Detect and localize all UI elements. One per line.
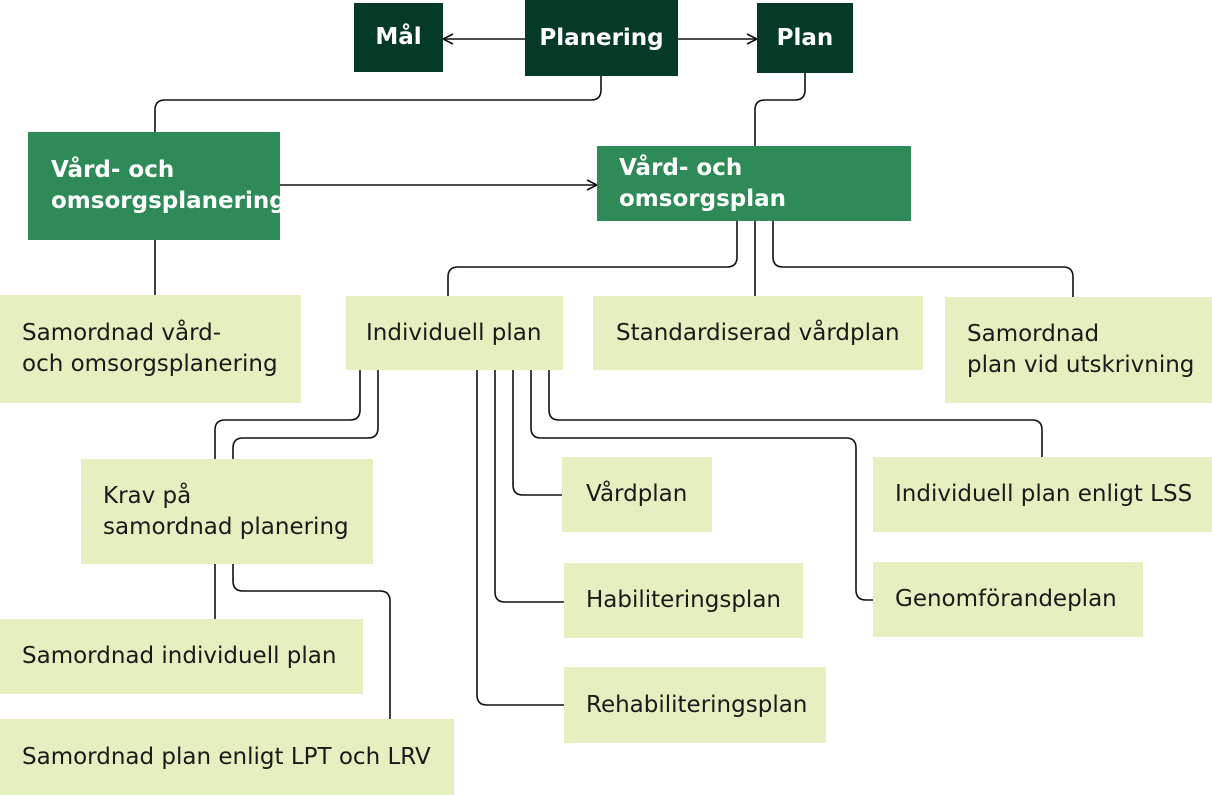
- node-vard-omsorgsplan: Vård- och omsorgsplan: [597, 146, 911, 221]
- node-samordnad-plan-lpt-lrv-label: Samordnad plan enligt LPT och LRV: [22, 743, 431, 770]
- node-samordnad-vard-omsorgsplanering: Samordnad vård- och omsorgsplanering: [0, 295, 301, 403]
- node-plan-label: Plan: [776, 24, 834, 51]
- node-vardplan-label: Vårdplan: [586, 481, 688, 507]
- line-to-genomforandeplan: [530, 370, 873, 601]
- node-vardplan: Vårdplan: [562, 457, 712, 532]
- node-mal-label: Mål: [375, 24, 422, 50]
- node-vard-omsorgsplanering-label: Vård- och omsorgsplanering: [51, 157, 286, 214]
- line-planering-to-vardplanering: [154, 76, 602, 132]
- node-individuell-plan: Individuell plan: [346, 296, 563, 370]
- node-samordnad-vard-omsorgsplanering-label: Samordnad vård- och omsorgsplanering: [22, 320, 278, 377]
- node-samordnad-plan-utskrivning: Samordnad plan vid utskrivning: [945, 297, 1212, 403]
- node-rehabiliteringsplan-label: Rehabiliteringsplan: [586, 691, 808, 718]
- node-vard-omsorgsplanering: Vård- och omsorgsplanering: [28, 132, 286, 240]
- node-plan: Plan: [757, 3, 853, 73]
- node-individuell-plan-label: Individuell plan: [366, 319, 542, 346]
- line-to-rehabiliteringsplan: [476, 370, 564, 706]
- line-to-samordnad-utskrivning: [772, 221, 1074, 297]
- line-plan-to-vardplan: [754, 73, 806, 146]
- node-individuell-plan-lss: Individuell plan enligt LSS: [873, 457, 1212, 532]
- node-krav-samordnad-planering-label: Krav på samordnad planering: [103, 482, 349, 540]
- line-to-individuell-plan: [447, 221, 738, 296]
- node-krav-samordnad-planering: Krav på samordnad planering: [81, 459, 373, 564]
- node-habiliteringsplan: Habiliteringsplan: [564, 563, 803, 638]
- node-samordnad-plan-lpt-lrv: Samordnad plan enligt LPT och LRV: [0, 719, 454, 795]
- node-samordnad-individuell-plan-label: Samordnad individuell plan: [22, 643, 337, 669]
- node-mal: Mål: [354, 3, 443, 72]
- line-to-habiliteringsplan: [494, 370, 564, 603]
- line-to-vardplan: [512, 370, 562, 496]
- node-genomforandeplan-label: Genomförandeplan: [895, 586, 1117, 612]
- line-krav-to-samordnad-lpt: [232, 564, 391, 719]
- node-planering: Planering: [525, 0, 678, 76]
- node-vard-omsorgsplan-label: Vård- och omsorgsplan: [619, 154, 786, 212]
- node-standardiserad-vardplan-label: Standardiserad vårdplan: [616, 319, 900, 346]
- node-samordnad-individuell-plan: Samordnad individuell plan: [0, 619, 363, 694]
- node-habiliteringsplan-label: Habiliteringsplan: [586, 587, 781, 613]
- line-to-samordnad-individuell: [214, 370, 361, 459]
- node-samordnad-plan-utskrivning-label: Samordnad plan vid utskrivning: [967, 321, 1195, 378]
- node-standardiserad-vardplan: Standardiserad vårdplan: [593, 296, 923, 370]
- line-to-individuell-plan-lss: [548, 370, 1043, 457]
- line-to-krav-samordnad: [232, 370, 379, 459]
- node-rehabiliteringsplan: Rehabiliteringsplan: [564, 667, 826, 743]
- node-genomforandeplan: Genomförandeplan: [873, 562, 1143, 637]
- node-individuell-plan-lss-label: Individuell plan enligt LSS: [895, 481, 1193, 507]
- node-planering-label: Planering: [539, 24, 664, 51]
